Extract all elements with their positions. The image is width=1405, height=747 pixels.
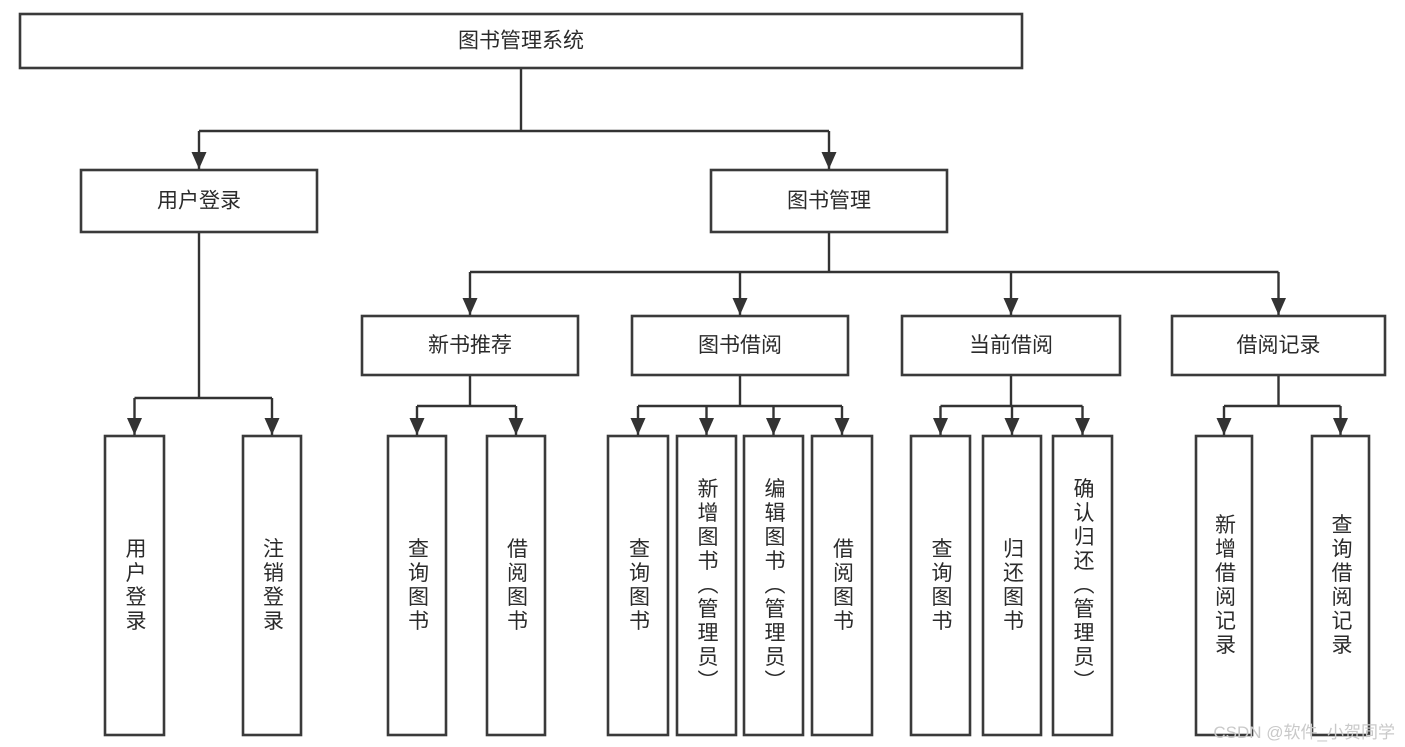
- node-leaf-query-book-current[interactable]: 查询图书: [909, 434, 972, 737]
- node-box-leaf-edit-book-admin: [742, 434, 805, 737]
- arrow-head-icon: [462, 298, 478, 315]
- node-label-leaf-query-book-current: 查询图书: [929, 538, 953, 634]
- node-label-current-borrow: 当前借阅: [969, 334, 1053, 357]
- node-layer: 图书管理系统用户登录图书管理新书推荐图书借阅当前借阅借阅记录用户登录注销登录查询…: [18, 12, 1387, 737]
- node-label-leaf-add-borrow-record: 新增借阅记录: [1213, 514, 1237, 658]
- node-leaf-add-borrow-record[interactable]: 新增借阅记录: [1194, 434, 1254, 737]
- node-box-user-login: [79, 168, 319, 234]
- node-leaf-borrow-book-recommend[interactable]: 借阅图书: [485, 434, 547, 737]
- arrow-head-icon: [821, 152, 837, 169]
- node-label-new-book-recommend: 新书推荐: [428, 334, 512, 357]
- node-box-current-borrow: [900, 314, 1122, 377]
- node-box-leaf-return-book: [981, 434, 1043, 737]
- arrow-head-icon: [766, 418, 781, 435]
- node-box-leaf-user-login: [103, 434, 166, 737]
- arrow-head-icon: [699, 418, 714, 435]
- arrow-head-icon: [732, 298, 748, 315]
- node-box-book-borrow: [630, 314, 850, 377]
- node-label-leaf-add-book-admin: 新增图书（管理员）: [695, 478, 719, 694]
- node-label-book-manage: 图书管理: [787, 190, 871, 213]
- node-box-leaf-query-book-recommend: [386, 434, 448, 737]
- node-new-book-recommend[interactable]: 新书推荐: [360, 314, 580, 377]
- node-leaf-confirm-return-admin[interactable]: 确认归还（管理员）: [1051, 434, 1114, 737]
- node-leaf-add-book-admin[interactable]: 新增图书（管理员）: [675, 434, 738, 737]
- node-label-borrow-record: 借阅记录: [1237, 334, 1321, 357]
- node-label-leaf-query-book-borrow: 查询图书: [627, 538, 651, 634]
- arrow-head-icon: [1271, 298, 1286, 315]
- node-label-user-login: 用户登录: [157, 190, 241, 213]
- node-root[interactable]: 图书管理系统: [18, 12, 1024, 70]
- node-label-leaf-edit-book-admin: 编辑图书（管理员）: [762, 478, 786, 694]
- arrow-head-icon: [191, 152, 207, 169]
- node-label-leaf-logout-login: 注销登录: [261, 538, 285, 634]
- connector-layer: [127, 68, 1348, 435]
- arrow-head-icon: [508, 418, 524, 435]
- arrow-head-icon: [409, 418, 425, 435]
- node-leaf-query-book-recommend[interactable]: 查询图书: [386, 434, 448, 737]
- node-box-leaf-confirm-return-admin: [1051, 434, 1114, 737]
- arrow-head-icon: [1216, 418, 1232, 435]
- node-label-leaf-borrow-book-recommend: 借阅图书: [505, 538, 529, 634]
- node-leaf-logout-login[interactable]: 注销登录: [241, 434, 303, 737]
- node-leaf-query-borrow-record[interactable]: 查询借阅记录: [1310, 434, 1371, 737]
- conn-root-to-level2: [191, 68, 837, 169]
- node-box-root: [18, 12, 1024, 70]
- arrow-head-icon: [264, 418, 280, 435]
- conn-current-to-leaves: [933, 375, 1090, 435]
- node-box-leaf-query-book-borrow: [606, 434, 670, 737]
- arrow-head-icon: [1075, 418, 1090, 435]
- arrow-head-icon: [1333, 418, 1348, 435]
- node-box-borrow-record: [1170, 314, 1387, 377]
- node-box-leaf-borrow-book: [810, 434, 874, 737]
- node-label-leaf-query-borrow-record: 查询借阅记录: [1329, 514, 1353, 658]
- conn-borrow-to-leaves: [630, 375, 850, 435]
- node-borrow-record[interactable]: 借阅记录: [1170, 314, 1387, 377]
- node-current-borrow[interactable]: 当前借阅: [900, 314, 1122, 377]
- node-box-leaf-query-borrow-record: [1310, 434, 1371, 737]
- node-box-leaf-add-borrow-record: [1194, 434, 1254, 737]
- node-book-manage[interactable]: 图书管理: [709, 168, 949, 234]
- node-leaf-user-login[interactable]: 用户登录: [103, 434, 166, 737]
- node-label-book-borrow: 图书借阅: [698, 334, 782, 357]
- node-leaf-return-book[interactable]: 归还图书: [981, 434, 1043, 737]
- conn-book-manage-to-level3: [462, 232, 1286, 315]
- node-label-leaf-query-book-recommend: 查询图书: [406, 538, 430, 634]
- node-box-leaf-logout-login: [241, 434, 303, 737]
- node-box-leaf-query-book-current: [909, 434, 972, 737]
- node-box-leaf-add-book-admin: [675, 434, 738, 737]
- node-label-root: 图书管理系统: [458, 30, 584, 53]
- node-leaf-borrow-book[interactable]: 借阅图书: [810, 434, 874, 737]
- node-book-borrow[interactable]: 图书借阅: [630, 314, 850, 377]
- arrow-head-icon: [1004, 418, 1020, 435]
- arrow-head-icon: [1003, 298, 1019, 315]
- arrow-head-icon: [834, 418, 850, 435]
- arrow-head-icon: [933, 418, 948, 435]
- node-label-leaf-borrow-book: 借阅图书: [831, 538, 855, 634]
- node-box-book-manage: [709, 168, 949, 234]
- node-label-leaf-user-login: 用户登录: [123, 538, 147, 634]
- node-leaf-query-book-borrow[interactable]: 查询图书: [606, 434, 670, 737]
- conn-record-to-leaves: [1216, 375, 1348, 435]
- node-box-new-book-recommend: [360, 314, 580, 377]
- arrow-head-icon: [127, 418, 142, 435]
- conn-user-login-to-leaves: [127, 232, 280, 435]
- node-user-login[interactable]: 用户登录: [79, 168, 319, 234]
- node-label-leaf-return-book: 归还图书: [1001, 538, 1025, 634]
- node-label-leaf-confirm-return-admin: 确认归还（管理员）: [1071, 478, 1095, 694]
- node-box-leaf-borrow-book-recommend: [485, 434, 547, 737]
- node-leaf-edit-book-admin[interactable]: 编辑图书（管理员）: [742, 434, 805, 737]
- arrow-head-icon: [630, 418, 646, 435]
- conn-recommend-to-leaves: [409, 375, 524, 435]
